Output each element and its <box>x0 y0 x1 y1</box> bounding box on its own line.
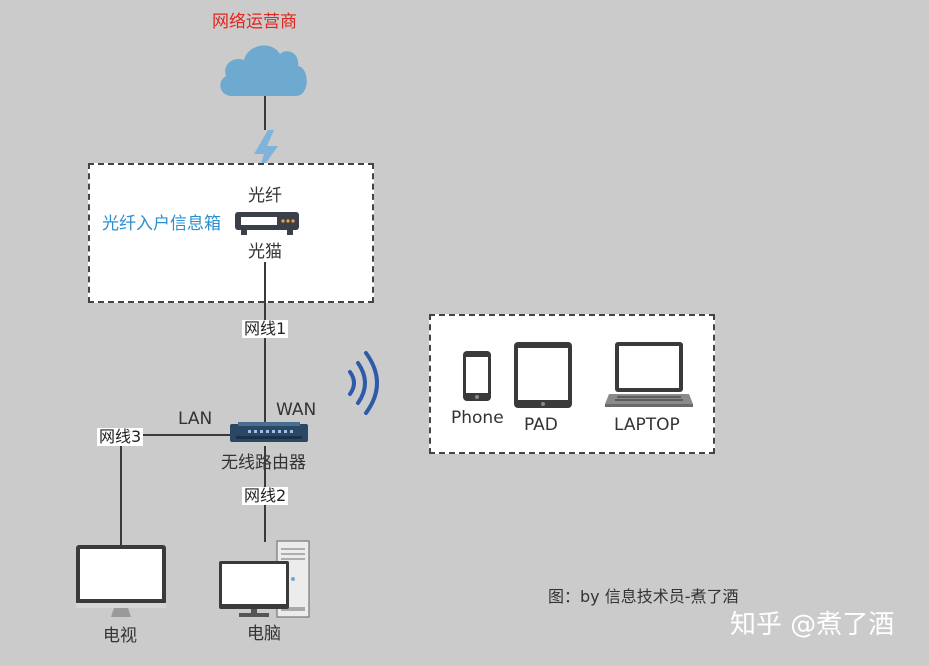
desktop-computer-icon <box>219 540 310 618</box>
laptop-label: LAPTOP <box>614 415 680 435</box>
phone-label: Phone <box>451 408 504 428</box>
fiber-entry-box <box>88 163 374 303</box>
cable2-label: 网线2 <box>242 486 289 505</box>
wifi-signal-icon <box>348 351 379 415</box>
modem-icon <box>235 212 299 235</box>
cable1-wire <box>264 262 266 424</box>
modem-label: 光猫 <box>248 242 282 262</box>
phone-icon <box>463 351 491 401</box>
fiber-wire-top <box>264 96 266 130</box>
wan-label: WAN <box>276 400 317 420</box>
lan-label: LAN <box>178 409 213 429</box>
cloud-icon <box>220 45 307 96</box>
credit-caption: 图：by 信息技术员-煮了酒 <box>548 587 739 606</box>
pc-label: 电脑 <box>247 624 281 644</box>
router-label: 无线路由器 <box>221 455 306 472</box>
cable3-wire-horizontal <box>120 434 230 436</box>
lightning-icon <box>254 130 278 174</box>
tv-label: 电视 <box>103 626 137 646</box>
cable3-label: 网线3 <box>97 427 144 446</box>
fiber-box-label: 光纤入户信息箱 <box>102 214 221 234</box>
laptop-icon <box>605 342 693 407</box>
pad-label: PAD <box>524 415 558 435</box>
fiber-label: 光纤 <box>248 186 282 206</box>
cable1-label: 网线1 <box>242 319 289 338</box>
cable3-wire-vertical <box>120 434 122 546</box>
wireless-router-icon <box>230 422 308 442</box>
tv-icon <box>76 545 166 617</box>
isp-label: 网络运营商 <box>212 12 297 32</box>
watermark: 知乎 @煮了酒 <box>730 610 895 640</box>
tablet-icon <box>514 342 572 408</box>
